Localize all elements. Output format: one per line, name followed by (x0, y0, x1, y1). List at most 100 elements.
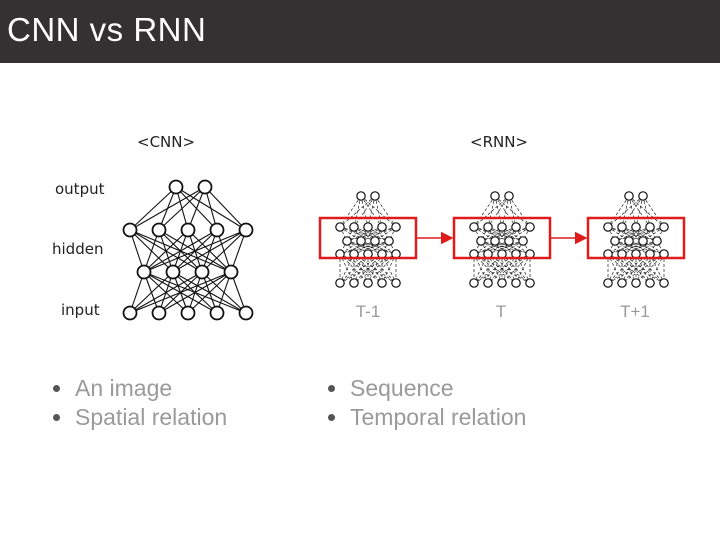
bullet-icon (328, 385, 335, 392)
neuron-node (617, 222, 627, 232)
neuron-node (631, 278, 641, 288)
connection-line (621, 195, 644, 228)
neuron-node (384, 236, 394, 246)
connection-line (635, 195, 644, 228)
neuron-node (490, 236, 500, 246)
connection-line (339, 195, 376, 228)
neuron-node (511, 278, 521, 288)
connection-line (628, 240, 665, 255)
neuron-node (631, 222, 641, 232)
connection-line (353, 226, 390, 242)
connection-line (374, 195, 383, 228)
neuron-node (603, 278, 613, 288)
connection-line (346, 240, 383, 255)
connection-line (642, 195, 651, 228)
connection-line (621, 240, 658, 255)
neuron-node (356, 236, 366, 246)
connection-line (353, 195, 362, 228)
connection-line (473, 240, 524, 255)
layer-label-input: input (61, 301, 100, 319)
hidden-layer-highlight-box (586, 216, 686, 260)
connection-line (621, 253, 665, 284)
neuron-node (209, 305, 225, 321)
connection-line (158, 186, 206, 231)
hidden-layer-highlight-box (318, 216, 418, 260)
connection-line (501, 195, 510, 228)
neuron-node (525, 222, 535, 232)
connection-line (353, 240, 390, 255)
neuron-node (511, 222, 521, 232)
connection-line (487, 240, 524, 255)
connection-line (628, 226, 665, 242)
connection-line (621, 226, 658, 242)
neuron-node (525, 278, 535, 288)
connection-line (374, 195, 397, 228)
neuron-node (610, 236, 620, 246)
list-item: An image (53, 374, 227, 403)
connection-line (473, 195, 496, 228)
neuron-node (391, 278, 401, 288)
connection-line (628, 195, 665, 228)
bullet-icon (53, 414, 60, 421)
neuron-node (356, 191, 366, 201)
connection-line (614, 226, 651, 242)
neuron-node (122, 305, 138, 321)
neuron-node (483, 222, 493, 232)
connection-line (143, 229, 189, 273)
rnn-heading: <RNN> (470, 133, 529, 151)
bullet-icon (53, 385, 60, 392)
neuron-node (223, 264, 239, 280)
neuron-node (645, 278, 655, 288)
connection-line (494, 195, 517, 228)
connection-line (487, 195, 496, 228)
connection-line (143, 229, 247, 273)
neuron-node (652, 236, 662, 246)
neuron-node (335, 278, 345, 288)
connection-line (494, 195, 503, 228)
cnn-bullet-list: An image Spatial relation (53, 374, 227, 432)
neuron-node (391, 222, 401, 232)
connection-line (339, 240, 390, 255)
connection-line (339, 195, 362, 228)
neuron-node (136, 264, 152, 280)
connection-line (346, 226, 397, 242)
connection-line (187, 186, 206, 231)
connection-line (614, 240, 651, 255)
connection-line (508, 195, 531, 228)
rnn-networks (335, 191, 669, 288)
neuron-node (497, 278, 507, 288)
neuron-node (209, 222, 225, 238)
neuron-node (238, 222, 254, 238)
connection-line (143, 229, 218, 273)
connection-line (339, 253, 383, 284)
connection-line (487, 226, 524, 242)
connection-line (480, 226, 531, 242)
neuron-node (469, 222, 479, 232)
connection-line (621, 195, 630, 228)
neuron-node (476, 236, 486, 246)
connection-line (508, 195, 517, 228)
neuron-node (504, 191, 514, 201)
connection-line (204, 186, 247, 231)
neuron-node (168, 179, 184, 195)
neuron-node (370, 191, 380, 201)
title-bar: CNN vs RNN (0, 0, 720, 63)
layer-label-hidden: hidden (52, 240, 104, 258)
connection-line (487, 195, 510, 228)
neuron-node (349, 222, 359, 232)
neuron-node (165, 264, 181, 280)
connection-line (360, 226, 397, 242)
neuron-node (483, 278, 493, 288)
connection-line (339, 226, 376, 242)
neuron-node (363, 222, 373, 232)
neuron-node (617, 278, 627, 288)
connection-line (607, 226, 644, 242)
connection-line (346, 226, 383, 242)
neuron-node (180, 305, 196, 321)
connection-line (607, 195, 644, 228)
connection-line (480, 226, 517, 242)
connection-line (187, 271, 232, 314)
list-item: Sequence (328, 374, 526, 403)
neuron-node (518, 236, 528, 246)
neuron-node (497, 222, 507, 232)
